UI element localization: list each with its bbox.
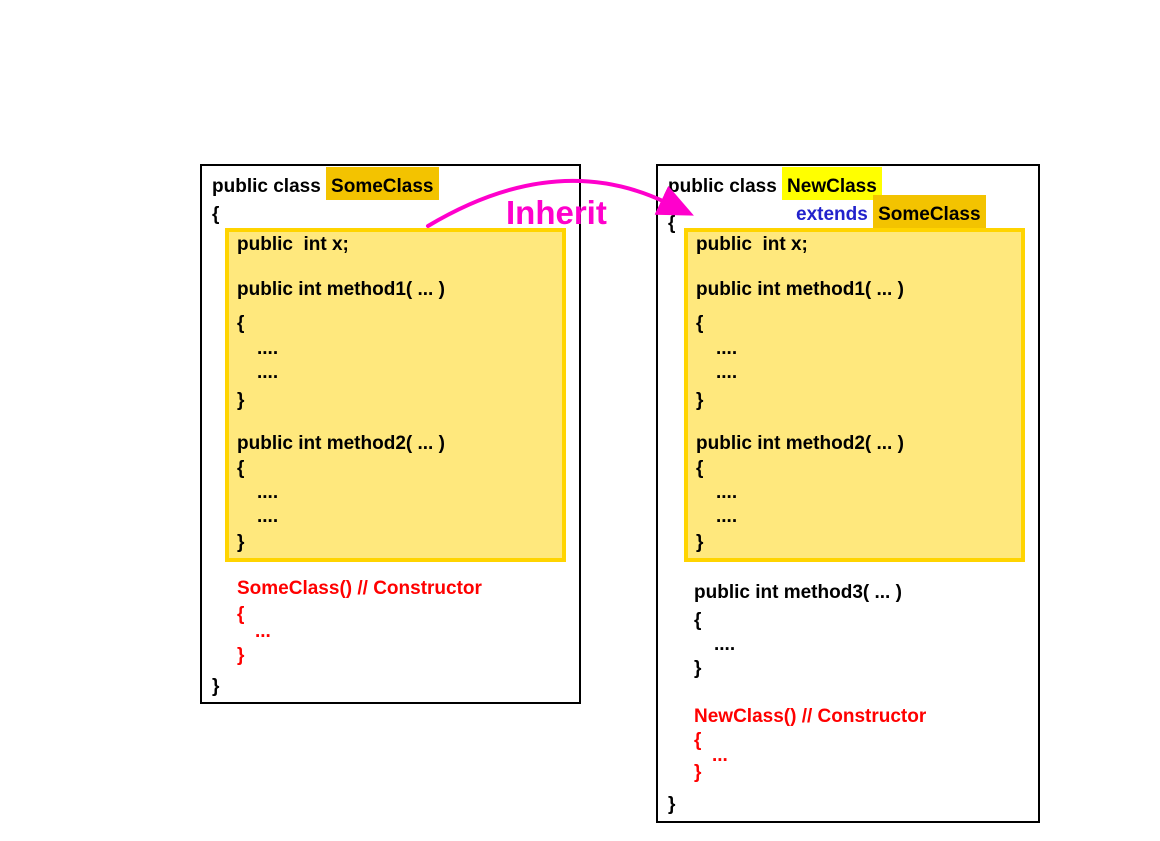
code-line: .... <box>716 338 738 359</box>
open-brace: { <box>668 213 676 234</box>
inherited-members-box: public int x; public int method1( ... ) … <box>684 228 1025 562</box>
code-line: } <box>696 532 704 553</box>
constructor-line: ... <box>255 621 271 642</box>
code-line: .... <box>257 482 279 503</box>
code-line: .... <box>716 362 738 383</box>
code-line: } <box>696 390 704 411</box>
code-line: } <box>237 390 245 411</box>
code-line: .... <box>716 482 738 503</box>
code-line: public int method1( ... ) <box>237 279 445 300</box>
class-header: public class NewClass <box>668 167 882 200</box>
code-line: { <box>696 313 704 334</box>
code-line: { <box>696 458 704 479</box>
class-header-prefix: public class <box>212 176 327 197</box>
constructor-line: { <box>694 730 702 751</box>
constructor-line: } <box>694 762 702 783</box>
code-line: public int x; <box>696 234 808 255</box>
constructor-line: SomeClass() // Constructor <box>237 578 482 599</box>
code-line: public int x; <box>237 234 349 255</box>
inherit-label: Inherit <box>506 194 607 231</box>
class-name-highlight: NewClass <box>782 167 882 200</box>
code-line: .... <box>714 634 736 655</box>
constructor-line: NewClass() // Constructor <box>694 706 927 727</box>
constructor-line: ... <box>712 745 728 766</box>
inherited-members-box: public int x; public int method1( ... ) … <box>225 228 566 562</box>
code-line: public int method2( ... ) <box>237 433 445 454</box>
code-line: public int method2( ... ) <box>696 433 904 454</box>
code-line: .... <box>257 362 279 383</box>
close-brace: } <box>212 676 220 697</box>
code-line: .... <box>257 506 279 527</box>
superclass-name-highlight: SomeClass <box>873 195 986 228</box>
newclass-box: public class NewClass extends SomeClass … <box>656 164 1040 823</box>
class-name-highlight: SomeClass <box>326 167 439 200</box>
close-brace: } <box>668 794 676 815</box>
someclass-box: public class SomeClass { public int x; p… <box>200 164 581 704</box>
code-line: .... <box>257 338 279 359</box>
code-line: public int method3( ... ) <box>694 582 902 603</box>
code-line: public int method1( ... ) <box>696 279 904 300</box>
class-header-prefix: public class <box>668 176 783 197</box>
code-line: } <box>237 532 245 553</box>
constructor-line: } <box>237 645 245 666</box>
extends-clause: extends SomeClass <box>796 195 986 228</box>
extends-keyword: extends <box>796 204 874 225</box>
open-brace: { <box>212 204 220 225</box>
code-line: { <box>237 458 245 479</box>
code-line: { <box>694 610 702 631</box>
code-line: } <box>694 658 702 679</box>
constructor-line: { <box>237 604 245 625</box>
code-line: { <box>237 313 245 334</box>
code-line: .... <box>716 506 738 527</box>
class-header: public class SomeClass <box>212 167 439 200</box>
